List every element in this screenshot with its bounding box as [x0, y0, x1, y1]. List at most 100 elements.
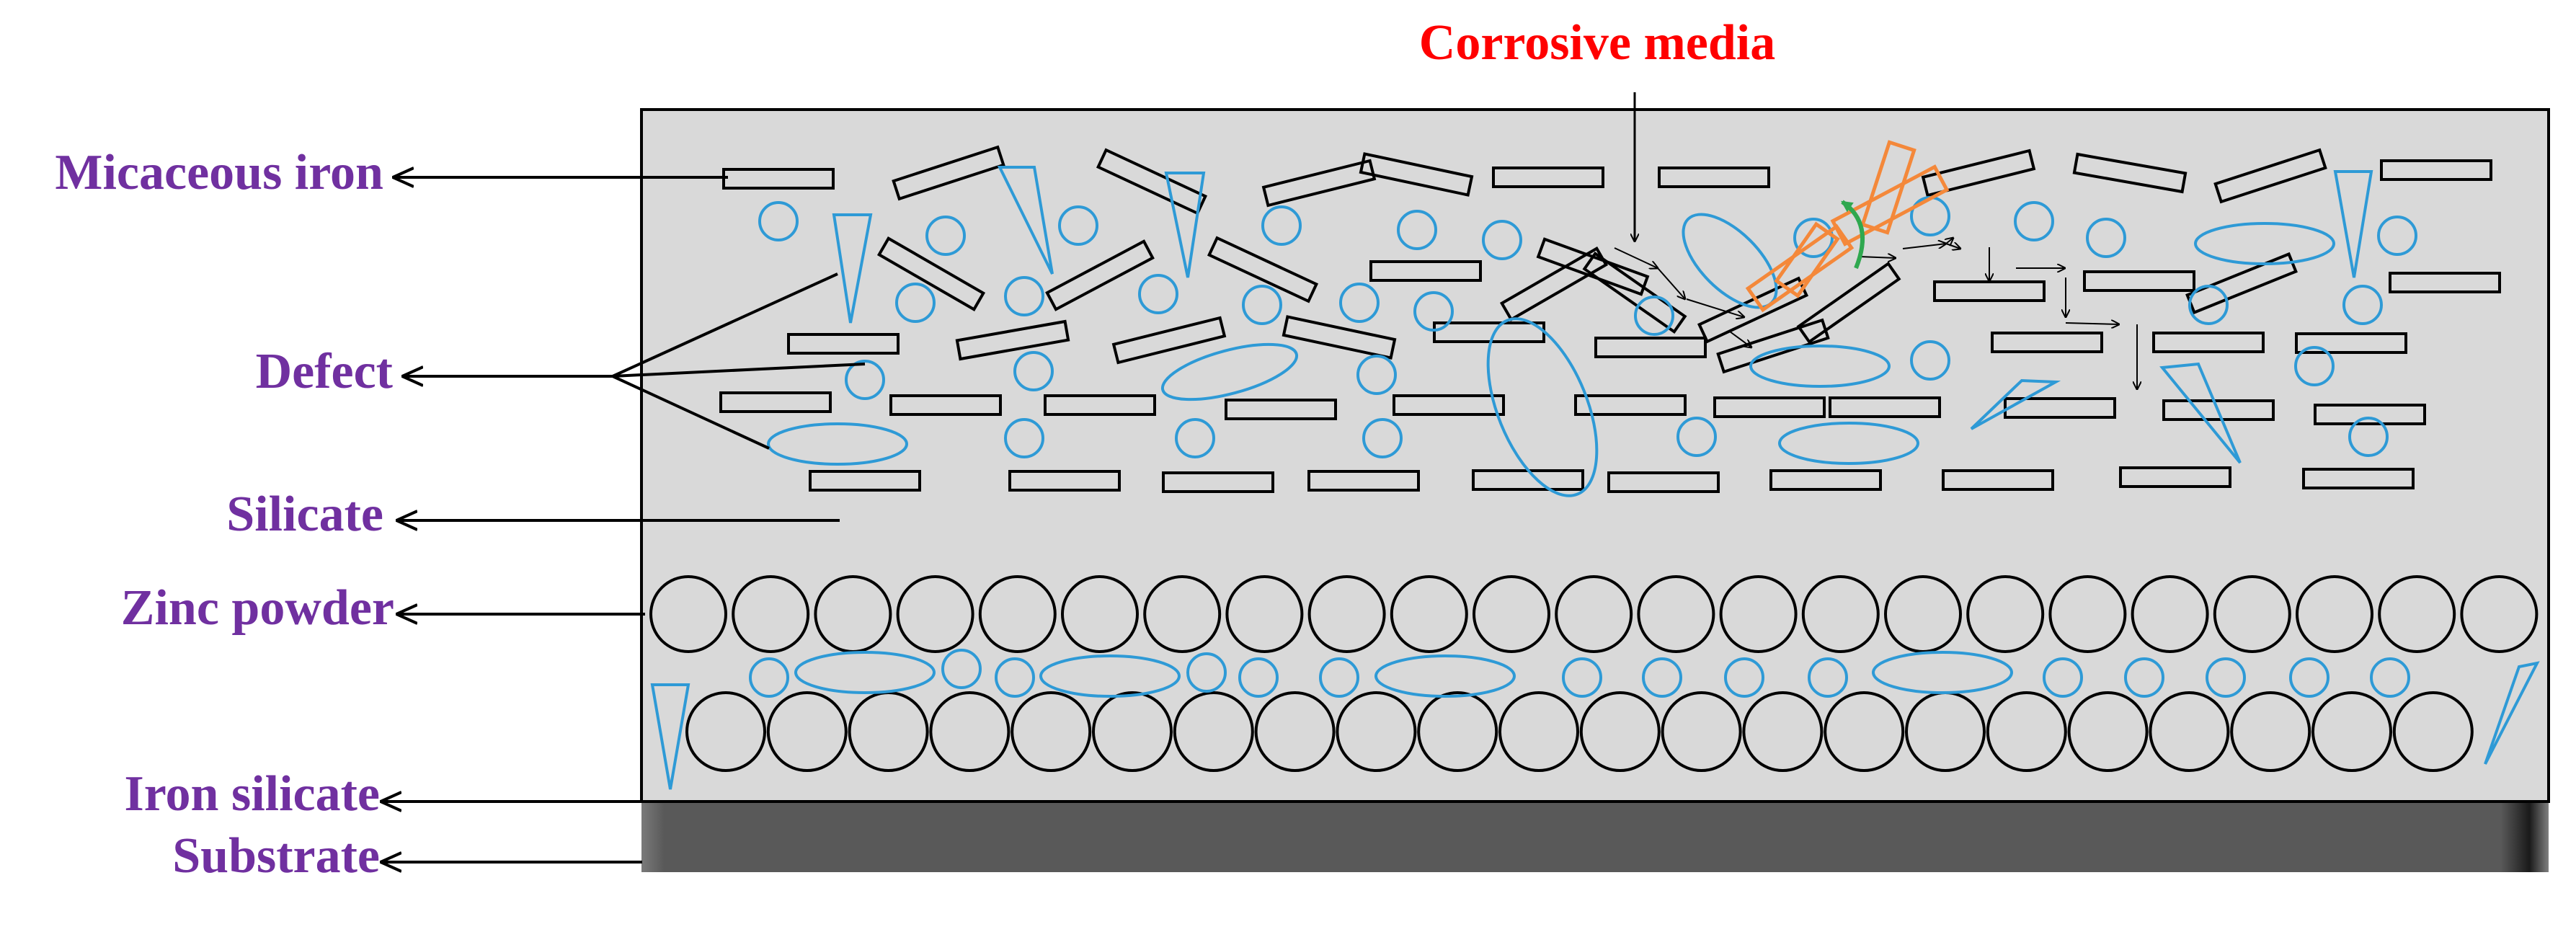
defect-pore: [1676, 417, 1717, 457]
micaceous-iron-flake: [1044, 394, 1156, 416]
zinc-sphere: [2067, 691, 2149, 772]
micaceous-iron-flake: [1261, 159, 1377, 208]
zinc-sphere: [649, 575, 727, 653]
diffusion-arrow: [1614, 247, 1658, 268]
defect-crack: [832, 213, 873, 324]
micaceous-iron-flake: [2004, 397, 2116, 419]
defect-pore: [845, 360, 885, 400]
diffusion-arrow: [1859, 257, 1896, 258]
zinc-sphere: [1719, 575, 1798, 653]
micaceous-iron-flake: [1207, 236, 1319, 303]
zinc-sphere: [1011, 691, 1092, 772]
defect-void: [1749, 345, 1891, 388]
zinc-sphere: [1801, 575, 1880, 653]
iron-silicate-label: Iron silicate: [124, 766, 380, 822]
defect-crack: [2333, 170, 2373, 278]
micaceous-iron-flake: [1393, 394, 1505, 416]
zinc-sphere: [2149, 691, 2230, 772]
micaceous-iron-flake: [1921, 148, 2036, 197]
zinc-sphere: [929, 691, 1011, 772]
zinc-sphere: [1742, 691, 1824, 772]
zinc-sphere: [2230, 691, 2311, 772]
defect-leader: [612, 363, 866, 378]
corrosive-media-label: Corrosive media: [1419, 15, 1775, 71]
defect-label: Defect: [256, 344, 393, 399]
zinc-sphere: [896, 575, 974, 653]
micaceous-iron-flake: [1492, 167, 1604, 188]
micaceous-iron-flake: [2152, 332, 2265, 353]
defect-pore: [2377, 216, 2417, 256]
defect-pore: [1413, 291, 1454, 332]
zinc-sphere: [1417, 691, 1498, 772]
diffusion-arrow: [1686, 298, 1744, 317]
blocked-flake: [1830, 164, 1950, 247]
defect-void: [1872, 651, 2013, 694]
zinc-sphere: [1966, 575, 2045, 653]
micaceous-iron-flake: [1008, 470, 1121, 492]
defect-pore: [2014, 201, 2054, 241]
defect-void: [1039, 654, 1181, 698]
substrate-label: Substrate: [172, 828, 380, 884]
defect-pore: [1004, 276, 1044, 316]
micaceous-iron-flake: [1096, 148, 1208, 216]
micaceous-iron-flake: [2162, 399, 2275, 421]
diffusion-arrow: [1946, 238, 1953, 244]
defect-crack: [2159, 362, 2242, 464]
defect-pore: [1482, 220, 1522, 260]
zinc-sphere: [1824, 691, 1905, 772]
defect-void: [1778, 422, 1919, 465]
micaceous-iron-flake: [2083, 270, 2195, 292]
zinc-sphere: [1061, 575, 1139, 653]
defect-pore: [2206, 657, 2246, 698]
zinc-sphere: [1143, 575, 1222, 653]
defect-void: [1160, 342, 1299, 401]
defect-void: [767, 422, 908, 466]
zinc-sphere: [1173, 691, 1254, 772]
zinc-sphere: [1661, 691, 1742, 772]
zinc-sphere: [766, 691, 848, 772]
micaceous-iron-flake: [1307, 470, 1420, 492]
defect-pore: [2289, 657, 2329, 698]
zinc-sphere: [1254, 691, 1336, 772]
zinc-sphere: [1473, 575, 1550, 653]
micaceous-iron-flake: [1658, 167, 1770, 188]
zinc-sphere: [2296, 575, 2373, 653]
defect-pore: [1319, 657, 1359, 698]
defect-pore: [1058, 205, 1098, 246]
micaceous-iron-flake: [876, 236, 986, 311]
zinc-sphere: [2460, 575, 2539, 653]
zinc-sphere: [1579, 691, 1661, 772]
micaceous-iron-flake: [1769, 469, 1882, 491]
defect-crack: [997, 166, 1054, 275]
defect-pore: [995, 657, 1035, 698]
micaceous-iron-flake: [2314, 404, 2426, 425]
defect-pore: [1642, 657, 1682, 698]
zinc-sphere: [1336, 691, 1417, 772]
defect-leader: [612, 272, 838, 378]
substrate-layer: [641, 803, 2549, 872]
micaceous-iron-flake: [1594, 337, 1707, 358]
zinc-sphere: [2213, 575, 2291, 653]
defect-pore: [1242, 285, 1282, 325]
zinc-powder-label: Zinc powder: [121, 580, 394, 636]
label-arrows: [381, 92, 1635, 862]
micaceous-iron-flake: [787, 333, 900, 355]
diffusion-arrow: [2065, 323, 2119, 324]
defect-void: [1374, 654, 1516, 698]
defect-crack: [1970, 378, 2061, 430]
defect-pore: [1013, 351, 1054, 391]
micaceous-iron-flake: [955, 319, 1070, 361]
micaceous-iron-flake: [1933, 280, 2046, 302]
micaceous-iron-flake: [2072, 152, 2188, 194]
diffusion-arrow: [1902, 244, 1946, 249]
micaceous-iron-flake: [2302, 468, 2415, 489]
diffusion-path: [1614, 238, 2137, 389]
micaceous-iron-flake: [1713, 396, 1826, 418]
zinc-powder-particles: [649, 575, 2539, 772]
zinc-sphere: [732, 575, 810, 653]
micaceous-iron-flake: [2389, 272, 2501, 293]
micaceous-iron-flake: [1111, 316, 1227, 365]
zinc-sphere: [2048, 575, 2127, 653]
